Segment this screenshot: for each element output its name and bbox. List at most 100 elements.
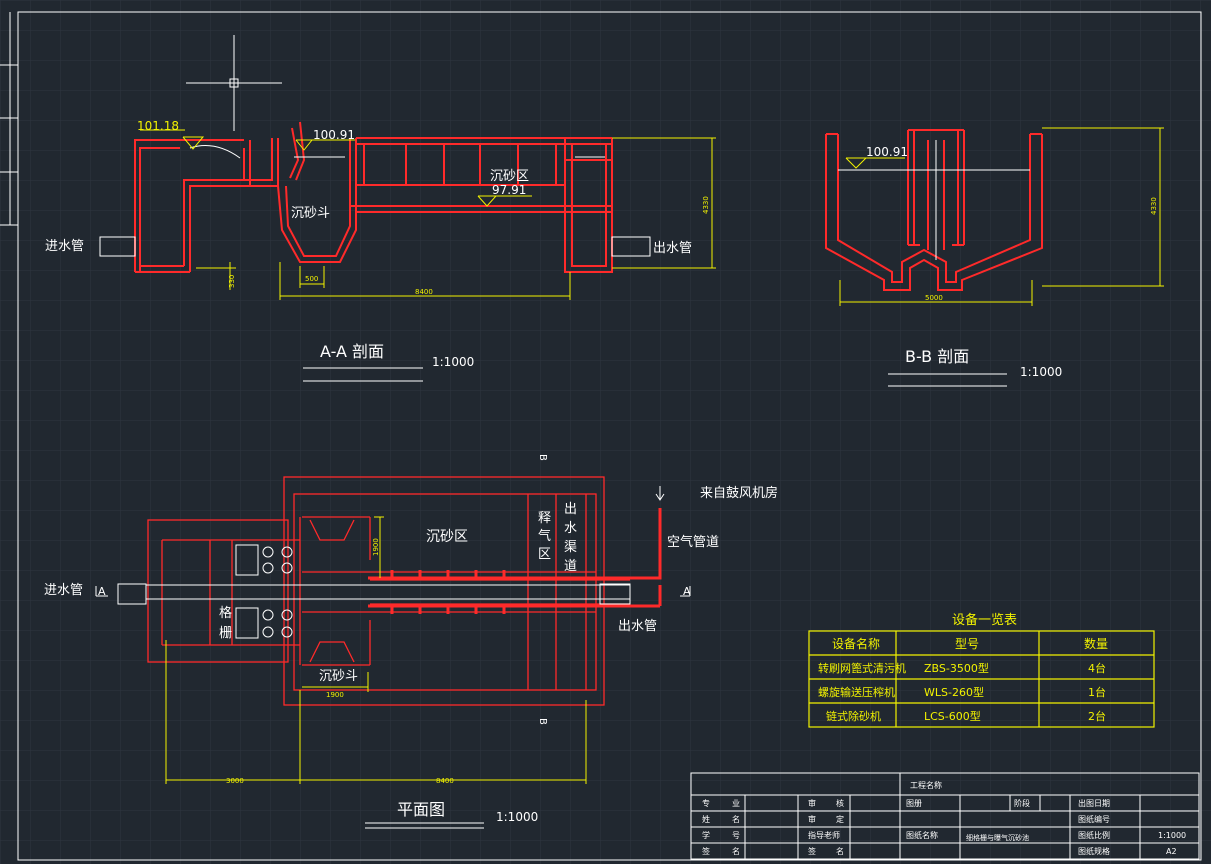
tb-r1c1: 专 <box>702 798 710 808</box>
bb-dim-height: 4330 <box>1150 197 1158 215</box>
section-bb: 100.91 5000 4330 B-B 剖面 1:1000 <box>825 127 1164 387</box>
tb-r3c3: 指导老师 <box>808 830 840 840</box>
plan-dimensions <box>165 516 587 784</box>
elev-inlet-label: 101.18 <box>137 119 179 133</box>
plan-dim-right: 8400 <box>436 777 454 785</box>
section-aa-labels: 101.18 100.91 97.91 沉砂区 沉砂斗 进水管 出水管 8400… <box>45 119 710 369</box>
tb-project-name: 工程名称 <box>910 780 942 790</box>
tb-drawing-name-label: 图纸名称 <box>906 830 938 840</box>
tb-scale-value: 1:1000 <box>1158 831 1186 840</box>
bb-title-underline <box>888 373 1007 387</box>
plan-screen-2: 栅 <box>219 626 232 641</box>
tb-r2c3: 审 <box>808 814 816 824</box>
section-bb-details <box>838 140 1030 260</box>
equipment-row-3-model: LCS-600型 <box>924 709 981 723</box>
tb-date: 出图日期 <box>1078 798 1110 808</box>
section-bb-labels: 100.91 5000 4330 B-B 剖面 1:1000 <box>866 145 1158 379</box>
equipment-table-grid <box>808 630 1155 728</box>
tb-r4c4: 名 <box>836 846 844 856</box>
equipment-header-name: 设备名称 <box>832 636 880 651</box>
aa-dim-length: 8400 <box>415 288 433 296</box>
bb-scale: 1:1000 <box>1020 365 1062 379</box>
tb-size-value: A2 <box>1166 847 1177 856</box>
tb-r2c4: 定 <box>836 814 844 824</box>
plan-dim-hopper-w: 1900 <box>326 691 344 699</box>
plan-dim-left: 3000 <box>226 777 244 785</box>
equipment-header-model: 型号 <box>955 637 979 651</box>
plan-dim-hopper-h: 1900 <box>372 538 380 556</box>
plan-blower-label: 来自鼓风机房 <box>700 485 778 501</box>
aa-title: A-A 剖面 <box>320 342 384 361</box>
aa-outlet-label: 出水管 <box>653 241 692 256</box>
equipment-row-2-qty: 1台 <box>1088 685 1106 699</box>
equipment-row-2-name: 螺旋输送压榨机 <box>818 685 895 699</box>
drawing-frame <box>0 11 1202 861</box>
tb-r2c2: 名 <box>732 814 740 824</box>
crosshair-cursor-icon <box>186 35 282 131</box>
plan-channel-2: 水 <box>564 521 577 536</box>
plan-air-pipe <box>368 508 662 614</box>
equipment-header-qty: 数量 <box>1084 636 1108 651</box>
plan-channel-3: 渠 <box>564 540 577 555</box>
aa-zone-label: 沉砂区 <box>490 169 529 184</box>
bb-dim-width: 5000 <box>925 294 943 302</box>
plan-channel-1: 出 <box>564 502 577 517</box>
tb-stage: 阶段 <box>1014 798 1030 808</box>
aa-dim-depth: 330 <box>228 275 236 288</box>
tb-r3c1: 学 <box>702 830 710 840</box>
aa-scale: 1:1000 <box>432 355 474 369</box>
equipment-table-title: 设备一览表 <box>952 612 1017 628</box>
section-bb-walls <box>825 129 1043 291</box>
tb-r1c2: 业 <box>732 798 740 808</box>
equipment-row-2-model: WLS-260型 <box>924 685 984 699</box>
plan-mark-a-left: A <box>98 585 106 598</box>
plan-screen-1: 格 <box>219 605 232 621</box>
plan-outlet-label: 出水管 <box>618 619 657 634</box>
tb-drawing-name: 细格栅与曝气沉砂池 <box>966 833 1029 842</box>
plan-inlet-label: 进水管 <box>44 583 83 598</box>
section-aa: 101.18 100.91 97.91 沉砂区 沉砂斗 进水管 出水管 8400… <box>45 119 716 382</box>
equipment-table: 设备一览表 设备名称 型号 数量 转刷网篦式清污机 ZBS-3500型 4台 螺… <box>808 612 1155 728</box>
plan-equipment <box>117 544 631 639</box>
bb-title: B-B 剖面 <box>905 347 969 366</box>
plan-hopper-label: 沉砂斗 <box>319 669 358 684</box>
plan-release-1: 释 <box>538 511 551 526</box>
elev-water-label: 100.91 <box>313 128 355 142</box>
tb-r1c3: 审 <box>808 798 816 808</box>
plan-section-marks <box>95 486 691 597</box>
plan-labels: 进水管 A A B B 来自鼓风机房 空气管道 出水管 沉砂区 沉砂斗 释 气 … <box>44 454 778 824</box>
aa-hopper-label: 沉砂斗 <box>291 206 330 221</box>
tb-scale-label: 图纸比例 <box>1078 830 1110 840</box>
plan-mark-b-bottom: B <box>537 718 548 725</box>
title-block: 工程名称 图册 阶段 出图日期 图纸编号 图纸比例 1:1000 图纸规格 A2… <box>690 772 1200 860</box>
equipment-row-1-qty: 4台 <box>1088 661 1106 675</box>
plan-channel-4: 道 <box>564 559 577 574</box>
tb-r4c1: 签 <box>702 846 710 856</box>
plan-mark-b-top: B <box>537 454 548 461</box>
plan-scale: 1:1000 <box>496 810 538 824</box>
plan-air-pipe-label: 空气管道 <box>667 534 719 550</box>
section-bb-dimensions <box>839 127 1164 306</box>
aa-inlet-label: 进水管 <box>45 239 84 254</box>
aa-dim-height: 4330 <box>702 196 710 214</box>
plan-release-2: 气 <box>538 528 551 544</box>
tb-drawing-no: 图纸编号 <box>1078 814 1110 824</box>
tb-r4c2: 名 <box>732 846 740 856</box>
equipment-row-3-name: 链式除砂机 <box>826 709 881 723</box>
equipment-row-3-qty: 2台 <box>1088 709 1106 723</box>
tb-r1c4: 核 <box>836 798 844 808</box>
section-aa-walls <box>134 121 613 273</box>
plan-title-underline <box>365 822 484 829</box>
tb-sub: 图册 <box>906 799 922 808</box>
equipment-row-1-name: 转刷网篦式清污机 <box>818 661 906 675</box>
tb-r3c2: 号 <box>732 831 740 840</box>
plan-zone-label: 沉砂区 <box>426 529 468 545</box>
aa-title-underline <box>303 367 423 382</box>
elev-bottom-label: 97.91 <box>492 183 526 197</box>
plan-release-3: 区 <box>538 547 551 562</box>
tb-size-label: 图纸规格 <box>1078 846 1110 856</box>
title-block-grid <box>690 772 1200 860</box>
plan-title: 平面图 <box>397 800 445 819</box>
